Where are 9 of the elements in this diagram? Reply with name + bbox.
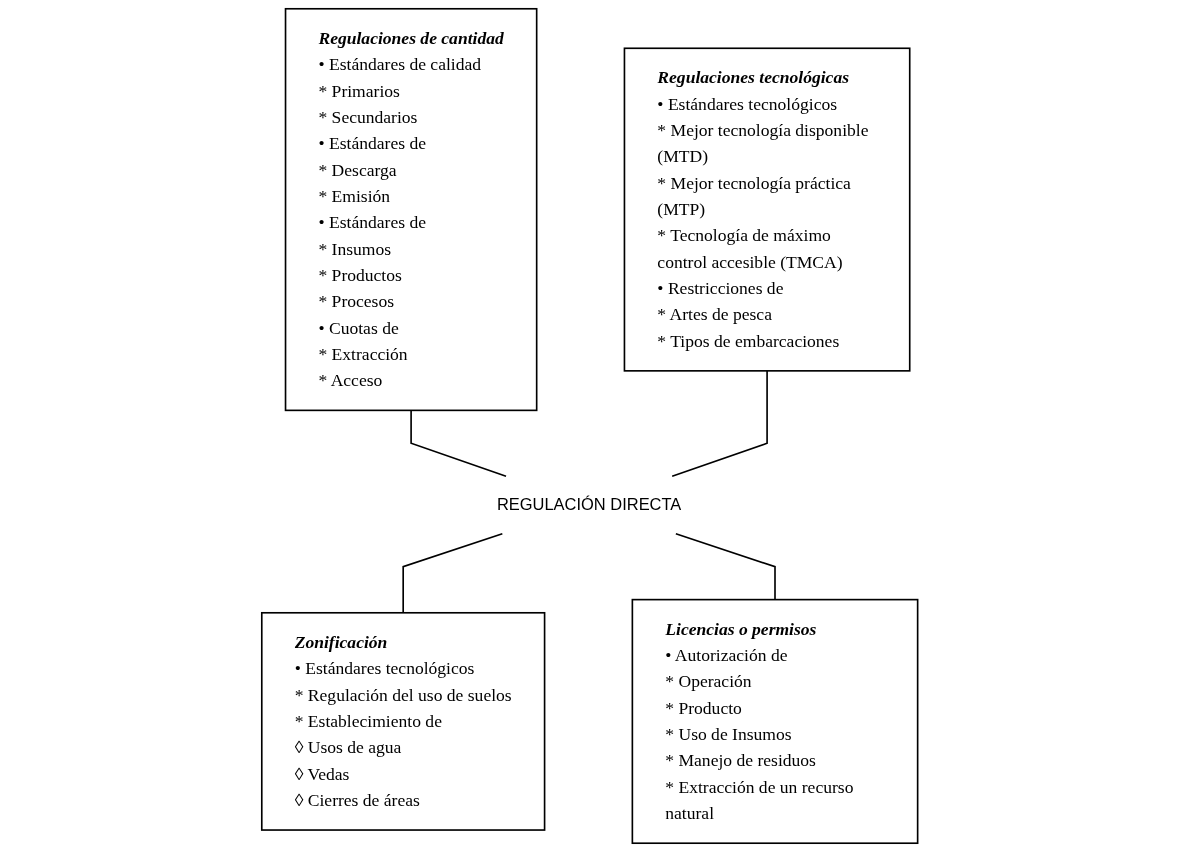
connector xyxy=(410,409,507,477)
connector xyxy=(674,532,776,601)
connector xyxy=(402,532,503,614)
node-text: REGULACIÓN DIRECTA xyxy=(496,494,682,514)
node-box: Regulaciones tecnológicas • Estándares tecnológicos * Mejor tecnología disponible (MTD) * Mejor tecnología práctica (MTP) * Tecnología de máximo control accesible (TMCA) • Restricciones de * Artes de pesca * Tipos de embarcaciones xyxy=(623,47,911,372)
connector xyxy=(671,370,768,477)
node-box: Licencias o permisos • Autorización de * Operación * Producto * Uso de Insumos * Manejo de residuos * Extracción de un recurso natural xyxy=(631,598,919,845)
node-box: Regulaciones de cantidad • Estándares de calidad * Primarios * Secundarios • Estándares de * Descarga * Emisión • Estándares de * Insumos * Productos * Procesos • Cuotas de * Extracción * Acceso xyxy=(284,7,538,412)
node-box: Zonificación • Estándares tecnológicos * Regulación del uso de suelos * Establecimiento de ◊ Usos de agua ◊ Vedas ◊ Cierres de áreas xyxy=(260,611,546,831)
